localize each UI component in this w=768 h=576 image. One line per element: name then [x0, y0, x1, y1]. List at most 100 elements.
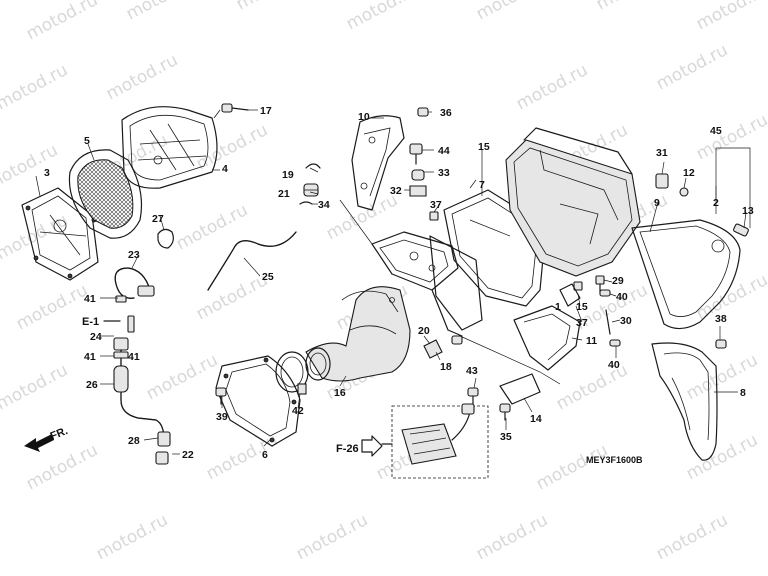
ref-f26-group: F-26 — [336, 435, 383, 457]
watermark-text: motod.ru — [323, 190, 401, 244]
part-10-bracket — [351, 115, 405, 211]
callout-10: 10 — [358, 111, 370, 123]
part-24-41-joints — [113, 295, 135, 359]
part-26-drain-tube — [113, 337, 171, 465]
watermark-text: motod.ru — [533, 440, 611, 494]
callout-37: 37 — [430, 199, 442, 211]
leader-lines — [35, 109, 747, 455]
part-40-nut — [599, 289, 621, 347]
part-42-clamp — [275, 351, 309, 395]
callout-31: 31 — [656, 147, 668, 159]
part-14-bracket — [499, 373, 541, 405]
callout-8: 8 — [740, 387, 746, 399]
watermark-text: motod.ru — [343, 0, 421, 34]
diagram-code: MEY3F1600B — [586, 455, 643, 465]
callout-18: 18 — [440, 361, 452, 373]
callout-33: 33 — [438, 167, 450, 179]
part-32-clip — [409, 185, 427, 197]
callout-7: 7 — [479, 179, 485, 191]
front-label: FR. — [49, 425, 70, 443]
assembly-line — [339, 199, 373, 245]
part-23-tube — [114, 267, 155, 299]
part-12-grommet — [679, 187, 689, 197]
callout-36: 36 — [440, 107, 452, 119]
callout-15: 15 — [576, 301, 588, 313]
ref-f26-label: F-26 — [336, 443, 359, 455]
part-4-filter-cage — [121, 106, 218, 189]
watermark-text: motod.ru — [693, 0, 768, 34]
part-44-bolt — [409, 143, 423, 165]
callout-23: 23 — [128, 249, 140, 261]
callout-17: 17 — [260, 105, 272, 117]
watermark-text: motod.ru — [173, 200, 251, 254]
part-27-clip — [157, 228, 174, 249]
callout-41: 41 — [84, 351, 96, 363]
part-5-filter-element — [68, 149, 143, 239]
watermark-text: motod.ru — [293, 510, 371, 564]
watermark-text: motod.ru — [683, 350, 761, 404]
watermark-text: motod.ru — [23, 0, 101, 44]
callout-32: 32 — [390, 185, 402, 197]
callout-41: 41 — [84, 293, 96, 305]
front-arrow-icon — [24, 434, 54, 452]
watermark-text: motod.ru — [0, 360, 71, 414]
part-11-plate — [513, 305, 581, 371]
part-1-air-box — [505, 127, 641, 277]
watermark-text: motod.ru — [693, 270, 768, 324]
callout-11: 11 — [586, 335, 597, 347]
watermark-text: motod.ru — [593, 0, 671, 14]
callout-26: 26 — [86, 379, 98, 391]
callout-2: 2 — [713, 197, 719, 209]
parts-artwork — [21, 103, 751, 479]
callout-22: 22 — [182, 449, 194, 461]
callout-41: 41 — [128, 351, 140, 363]
watermark-text: motod.ru — [103, 50, 181, 104]
watermark-text: motod.ru — [653, 40, 731, 94]
callout-37: 37 — [576, 317, 588, 329]
part-19-21-34-clamps — [299, 163, 321, 205]
part-15-bracket — [559, 283, 581, 307]
part-7-gasket — [443, 189, 547, 307]
front-arrow-group: FR. — [24, 425, 70, 452]
watermark-text: motod.ru — [203, 430, 281, 484]
watermark-text: motod.ru — [653, 510, 731, 564]
callout-35: 35 — [500, 431, 512, 443]
callout-30: 30 — [620, 315, 632, 327]
callout-39: 39 — [216, 411, 228, 423]
watermark-text: motod.ru — [193, 120, 271, 174]
part-43-bolt — [467, 387, 479, 405]
watermark-text: motod.ru — [143, 350, 221, 404]
callout-6: 6 — [262, 449, 268, 461]
part-33-nut — [411, 169, 425, 181]
watermark-text: motod.ru — [473, 0, 551, 24]
part-30-bolt — [605, 309, 611, 335]
callout-3: 3 — [44, 167, 50, 179]
part-36-bolt — [417, 107, 429, 117]
callout-45: 45 — [710, 125, 722, 137]
part-17-bolt — [213, 103, 249, 119]
watermark-text: motod.ru — [193, 270, 271, 324]
watermark-text: motod.ru — [0, 140, 61, 194]
watermark-text: motod.ru — [233, 0, 311, 14]
callout-21: 21 — [278, 188, 290, 200]
watermark-text: motod.ru — [513, 60, 591, 114]
part-20-clip — [423, 339, 443, 359]
callout-40: 40 — [616, 291, 628, 303]
watermark-text: motod.ru — [93, 510, 171, 564]
callout-14: 14 — [530, 413, 542, 425]
part-8-inner-fender — [651, 342, 718, 461]
callout-24: 24 — [90, 331, 102, 343]
callout-29: 29 — [612, 275, 624, 287]
ref-e1-label: E-1 — [82, 316, 99, 328]
callout-27: 27 — [152, 213, 164, 225]
callout-5: 5 — [84, 135, 90, 147]
watermark-text: motod.ru — [123, 0, 201, 24]
part-38-bolt — [715, 339, 727, 349]
callout-42: 42 — [292, 405, 304, 417]
part-2-stay — [429, 235, 483, 331]
part-31-clip — [655, 173, 669, 189]
callout-38: 38 — [715, 313, 727, 325]
sensor-unit-detail — [381, 403, 489, 479]
part-39-bolt — [215, 387, 227, 405]
